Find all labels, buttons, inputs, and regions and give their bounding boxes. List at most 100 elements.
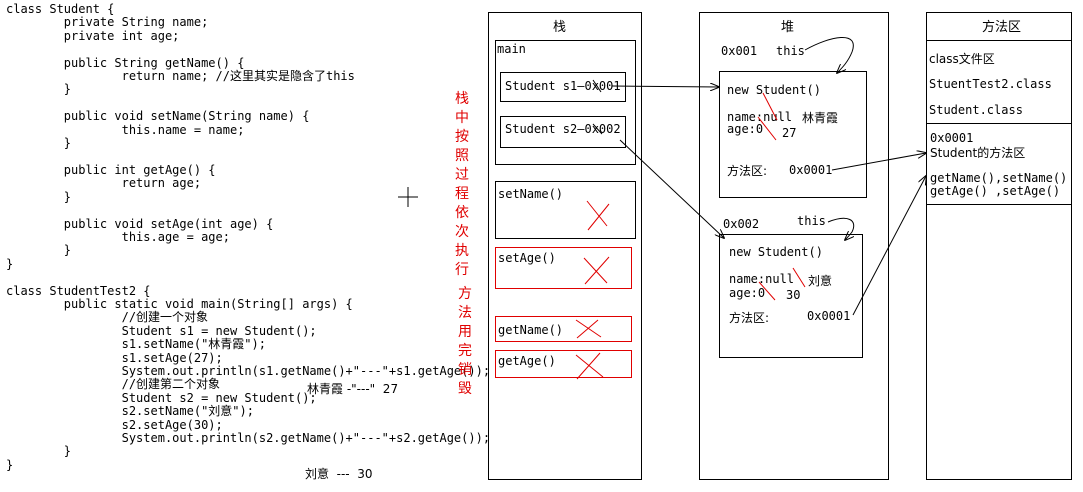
method-area-address: 0x0001 [930, 131, 974, 145]
obj1-age-strike [757, 116, 777, 141]
code-line: System.out.println(s2.getName()+"---"+s2… [6, 431, 491, 445]
getage-frame [495, 350, 632, 378]
s1-to-obj1-arrow [611, 86, 719, 87]
code-line: public void setAge(int age) { [6, 216, 274, 231]
code-line: } [6, 444, 72, 459]
setage-frame [495, 247, 632, 289]
stack-order-note: 栈中按照过程依次执行 [455, 91, 469, 278]
code-line: //创建一个对象 [6, 310, 209, 325]
obj2-age-strike [758, 281, 776, 301]
s2-reference-box [500, 116, 626, 148]
output-note-second: 刘意 --- 30 [305, 467, 373, 481]
student-method-area-label: Student的方法区 [930, 146, 1026, 160]
code-line: s2.setName("刘意"); [6, 404, 254, 419]
code-line: s1.setAge(27); [6, 350, 223, 365]
class-files-label: class文件区 [929, 52, 995, 66]
method-area-title: 方法区 [982, 20, 1022, 35]
obj2-new: new Student() [729, 245, 823, 259]
obj1-age-value: 27 [782, 126, 797, 140]
obj2-method-address: 0x0001 [807, 309, 851, 323]
code-line: s1.setName("林青霞"); [6, 337, 266, 352]
obj2-this: this [797, 214, 826, 228]
method-area-divider-mid [926, 123, 1072, 124]
output-note-first: 林青霞 -"---" 27 [307, 382, 399, 396]
obj1-this: this [776, 44, 805, 58]
setage-label: setAge() [498, 251, 556, 265]
s2-ref-tick [592, 123, 603, 135]
obj2-address: 0x002 [723, 217, 760, 231]
class-file-stuenttest2: StuentTest2.class [929, 77, 1052, 91]
code-line: this.name = name; [6, 122, 245, 137]
obj1-name-strike [762, 92, 778, 121]
stack-title: 栈 [553, 20, 567, 35]
s2-reference: Student s2—0x002 [505, 122, 621, 136]
obj1-new: new Student() [727, 83, 821, 97]
obj1-address: 0x001 [721, 44, 758, 58]
code-line: } [6, 189, 72, 204]
code-line: public int getAge() { [6, 162, 216, 177]
s2-to-obj2-arrow [619, 139, 724, 238]
code-line: return age; [6, 176, 202, 191]
obj2-this-curve [827, 217, 854, 240]
obj2-method-area-label: 方法区: [729, 311, 770, 325]
s1-reference: Student s1—0x001 [505, 79, 621, 93]
obj1-to-method-area-arrow [831, 153, 926, 171]
obj1-age-field: age:0 [727, 122, 764, 136]
code-line: Student s1 = new Student(); [6, 323, 317, 338]
getage-strike [575, 352, 604, 380]
getname-label: getName() [498, 323, 564, 337]
obj1-name-field: name:null [727, 110, 793, 124]
method-area-divider-top [926, 40, 1072, 41]
obj1-this-curve [804, 37, 854, 73]
setname-strike [586, 200, 610, 231]
methods-line-1: getName(),setName() [930, 171, 1068, 185]
code-line: } [6, 82, 72, 97]
code-line: public void setName(String name) { [6, 109, 310, 124]
code-listing: class Student { private String name; pri… [6, 2, 491, 472]
class-file-student: Student.class [929, 103, 1023, 117]
methods-line-2: getAge() ,setAge() [930, 184, 1061, 198]
getname-frame [495, 316, 632, 342]
method-area-divider-bottom [926, 204, 1072, 205]
code-line: class Student { [6, 2, 115, 16]
setname-label: setName() [498, 187, 564, 201]
method-area [926, 12, 1072, 480]
code-line: //创建第二个对象 [6, 377, 221, 392]
obj2-to-method-area-arrow [852, 176, 926, 316]
obj1-method-address: 0x0001 [789, 163, 833, 177]
setname-frame [495, 181, 636, 239]
code-line: } [6, 457, 14, 472]
obj2-name-value: 刘意 [808, 274, 833, 288]
s1-reference-box [500, 72, 626, 102]
code-line: private int age; [6, 28, 180, 43]
heap-area [699, 12, 889, 480]
code-line: class StudentTest2 { [6, 283, 151, 298]
main-frame [495, 40, 636, 165]
code-line: s2.setAge(30); [6, 417, 223, 432]
code-line: private String name; [6, 15, 209, 30]
obj2-age-value: 30 [786, 288, 801, 302]
obj1-name-value: 林青霞 [802, 111, 839, 125]
code-line: public static void main(String[] args) { [6, 296, 353, 311]
code-line: this.age = age; [6, 229, 230, 244]
stack-area [488, 12, 642, 480]
code-line: } [6, 136, 72, 151]
code-line: return name; //这里其实是隐含了this [6, 69, 355, 84]
obj1-method-area-label: 方法区: [727, 164, 768, 178]
code-line: public String getName() { [6, 55, 245, 70]
heap-title: 堆 [781, 20, 795, 35]
obj2-age-field: age:0 [729, 286, 766, 300]
s1-ref-tick [592, 79, 602, 93]
code-line: } [6, 243, 72, 258]
setage-strike [583, 256, 610, 285]
code-line: System.out.println(s1.getName()+"---"+s1… [6, 363, 491, 378]
main-label: main [497, 42, 526, 56]
obj2-name-field: name:null [729, 272, 795, 286]
getname-strike [575, 319, 602, 339]
method-destroy-note: 方法用完销毁 [458, 286, 472, 397]
code-line: } [6, 256, 14, 271]
getage-label: getAge() [498, 354, 556, 368]
obj2-name-strike [792, 267, 806, 288]
code-line: Student s2 = new Student(); [6, 390, 317, 405]
